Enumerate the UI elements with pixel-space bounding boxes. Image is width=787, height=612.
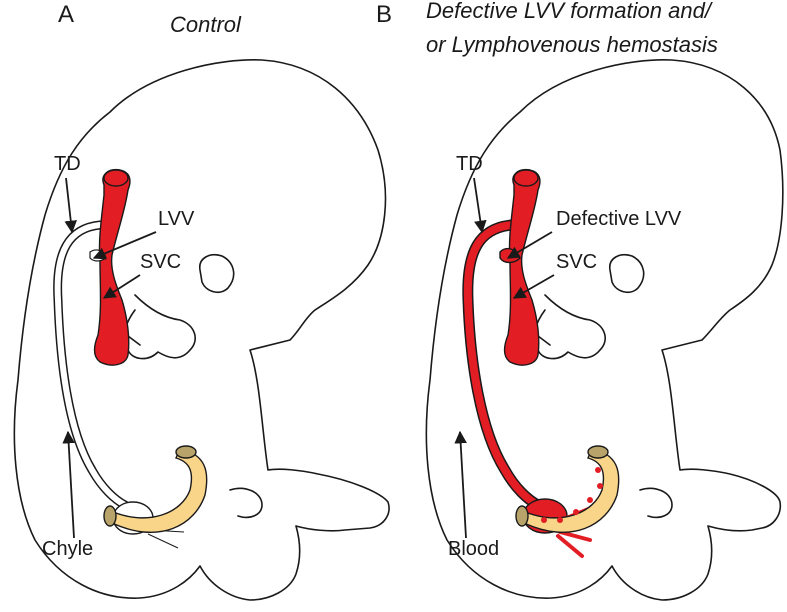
panel-a-arrow-svc	[102, 274, 141, 299]
panel-a-arrow-lvv	[92, 231, 157, 260]
panel-b-arrow-lvv	[506, 231, 553, 259]
panel-b-title-line1: Defective LVV formation and/	[426, 0, 713, 23]
panel-a-arrow-td	[64, 177, 78, 234]
panel-a-svc-top	[103, 169, 129, 187]
panel-b-forelimb	[533, 294, 606, 360]
panel-b-letter: B	[376, 1, 392, 28]
panel-a-label-td: TD	[54, 153, 81, 175]
panel-b-title-line2: or Lymphovenous hemostasis	[426, 32, 718, 57]
panel-a-letter: A	[58, 1, 74, 28]
panel-a-hindlimb	[229, 487, 263, 519]
panel-b-eye	[609, 254, 645, 294]
panel-a-title: Control	[170, 12, 242, 37]
panel-b-hindlimb	[639, 487, 673, 519]
panel-b-arrow-fluid	[454, 430, 467, 539]
panel-b-label-svc: SVC	[556, 251, 597, 273]
panel-a-forelimb	[123, 294, 196, 360]
panel-a-embryo-outline	[13, 59, 390, 601]
panel-a-label-lvv: LVV	[158, 208, 195, 230]
panel-b-arrow-svc	[512, 274, 555, 299]
panel-a-gut-end-top	[175, 445, 197, 459]
panel-b-gut-blood	[541, 467, 603, 523]
panel-a-gut-end-bottom	[103, 505, 117, 527]
panel-b-label-fluid: Blood	[448, 538, 499, 560]
panel-a-gut	[106, 447, 208, 533]
panel-a: A Control TD LVV SVC Chyle	[13, 1, 390, 601]
panel-b-gut-end-top	[587, 445, 609, 459]
panel-a-arrow-fluid	[62, 430, 75, 539]
panel-a-label-svc: SVC	[140, 251, 181, 273]
panel-a-eye	[199, 254, 235, 294]
panel-b-arrow-td	[473, 177, 487, 234]
panel-b-embryo-outline	[425, 59, 784, 601]
panel-a-svc	[93, 168, 131, 366]
panel-b-label-td: TD	[456, 153, 483, 175]
panel-b: B Defective LVV formation and/ or Lympho…	[376, 0, 784, 601]
panel-b-gut	[518, 447, 620, 533]
panel-b-svc-top	[513, 169, 539, 187]
panel-b-gut-end-bottom	[515, 505, 529, 527]
panel-b-label-lvv: Defective LVV	[556, 208, 682, 230]
panel-b-svc	[503, 168, 541, 366]
panel-a-label-fluid: Chyle	[42, 538, 93, 560]
